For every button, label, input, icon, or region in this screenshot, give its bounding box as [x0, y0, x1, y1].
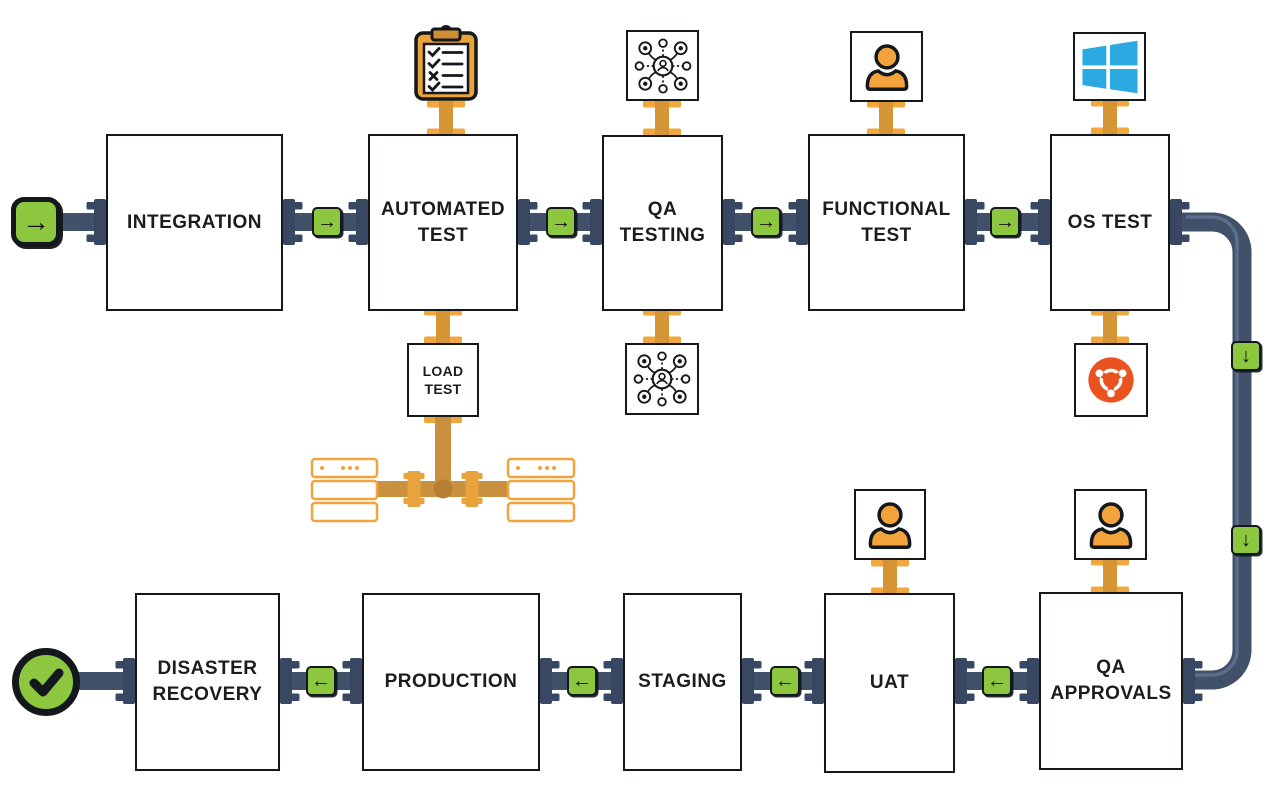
arrow-left-glyph: ←	[311, 669, 331, 692]
stage-label: INTEGRATION	[127, 211, 262, 233]
arrow-right-glyph: →	[551, 210, 571, 233]
stage-automated-test: AUTOMATED TEST	[368, 134, 518, 311]
user-icon	[868, 501, 912, 549]
connector-arrow-left: ←	[770, 666, 800, 696]
arrow-down-glyph: ↓	[1241, 344, 1251, 367]
stage-label: PRODUCTION	[384, 671, 518, 693]
stage-label: STAGING	[638, 671, 727, 693]
stage-load-test: LOAD TEST	[407, 343, 479, 417]
connector-arrow-down: ↓	[1231, 341, 1261, 371]
stage-label: FUNCTIONAL TEST	[822, 198, 951, 246]
stage-label: UAT	[869, 672, 910, 694]
connector-arrow-right: →	[751, 207, 781, 237]
stage-staging: STAGING	[623, 593, 742, 771]
arrow-right-glyph: →	[756, 210, 776, 233]
server-rack-left	[310, 457, 379, 523]
windows-logo-icon	[1081, 40, 1138, 93]
connector-arrow-left: ←	[982, 666, 1012, 696]
stage-label: LOAD TEST	[422, 362, 464, 397]
pipe-return-highlight	[1186, 215, 1239, 677]
user-icon-box	[1074, 489, 1147, 560]
network-users-icon	[634, 37, 691, 94]
user-icon-box	[854, 489, 926, 560]
stage-production: PRODUCTION	[362, 593, 540, 771]
stage-label: QA TESTING	[619, 199, 706, 246]
start-arrow-icon: →	[11, 197, 61, 247]
arrow-right-glyph: →	[22, 206, 50, 237]
connector-arrow-left: ←	[567, 666, 597, 696]
user-icon	[865, 43, 908, 91]
ubuntu-logo-icon	[1088, 357, 1134, 403]
stage-label: DISASTER RECOVERY	[152, 658, 263, 705]
connector-arrow-right: →	[990, 207, 1020, 237]
stage-disaster-recovery: DISASTER RECOVERY	[135, 593, 280, 771]
arrow-left-glyph: ←	[775, 669, 795, 692]
check-circle-icon	[12, 648, 80, 716]
stage-integration: INTEGRATION	[106, 134, 283, 311]
stage-label: QA APPROVALS	[1050, 657, 1172, 704]
stage-qa-testing: QA TESTING	[602, 135, 723, 311]
ubuntu-logo-icon-box	[1074, 343, 1148, 417]
stage-qa-approvals: QA APPROVALS	[1039, 592, 1183, 770]
check-icon	[29, 668, 64, 697]
server-racks-icon	[310, 457, 576, 523]
load-test-branch-pipe	[376, 415, 507, 507]
arrow-down-glyph: ↓	[1241, 528, 1251, 551]
connector-arrow-left: ←	[306, 666, 336, 696]
user-icon	[1089, 501, 1132, 549]
connector-arrow-right: →	[312, 207, 342, 237]
arrow-right-glyph: →	[317, 210, 337, 233]
stage-label: AUTOMATED TEST	[380, 198, 506, 246]
arrow-right-glyph: →	[995, 210, 1015, 233]
pipe-return-elbow	[1170, 212, 1252, 690]
network-users-icon	[633, 351, 691, 407]
connector-arrow-right: →	[546, 207, 576, 237]
arrow-left-glyph: ←	[572, 669, 592, 692]
network-users-icon-box	[625, 343, 699, 415]
network-users-icon-box	[626, 30, 699, 101]
windows-logo-icon-box	[1073, 32, 1146, 101]
connector-arrow-down: ↓	[1231, 525, 1261, 555]
stage-functional-test: FUNCTIONAL TEST	[808, 134, 965, 311]
stage-os-test: OS TEST	[1050, 134, 1170, 311]
stage-uat: UAT	[824, 593, 955, 773]
user-icon-box	[850, 31, 923, 102]
server-rack-right	[506, 457, 576, 523]
checklist-clipboard-icon	[414, 25, 478, 101]
arrow-left-glyph: ←	[987, 669, 1007, 692]
stage-label: OS TEST	[1067, 211, 1153, 233]
